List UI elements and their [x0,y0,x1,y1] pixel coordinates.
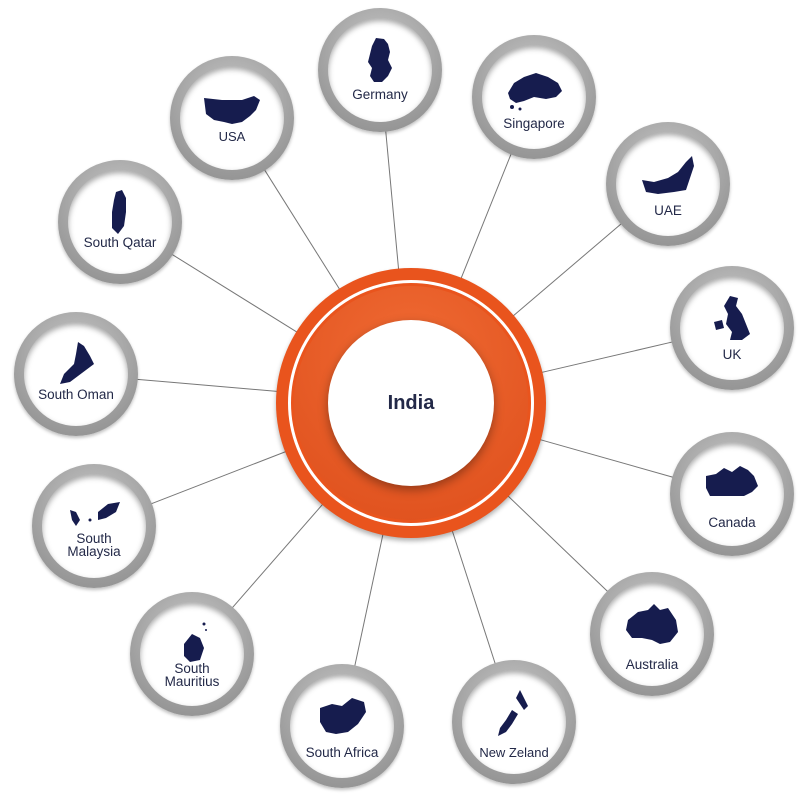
qatar-map-icon [112,190,126,234]
node-label: South Mauritius [164,661,220,689]
connector-line [135,378,279,392]
node-usa: USA [170,56,294,180]
node-new-zeland: New Zeland [452,660,576,784]
new-zealand-map-icon [498,690,528,736]
node-label: Singapore [503,116,565,131]
node-uae: UAE [606,122,730,246]
center-label: India [387,392,435,414]
connector-line [385,129,400,271]
node-uk: UK [670,266,794,390]
node-label: South Africa [305,745,379,760]
canada-map-icon [706,466,758,496]
node-label: New Zeland [479,745,549,760]
node-south-malaysia: South Malaysia [32,464,156,588]
mauritius-map-icon [184,622,207,662]
usa-map-icon [204,96,260,124]
node-label: South Malaysia [67,531,121,559]
connector-line [263,168,341,291]
center-hub: India [276,268,546,538]
center-hub-core: India [328,320,494,486]
connector-line [506,494,610,593]
connector-line [538,438,675,479]
node-south-oman: South Oman [14,312,138,436]
node-label: South Oman [38,387,114,402]
node-label: USA [218,129,246,144]
singapore-map-icon [508,73,562,111]
uk-map-icon [714,296,750,340]
connector-line [170,253,299,334]
node-south-africa: South Africa [280,664,404,788]
node-label: South Qatar [83,235,157,250]
node-label: UK [722,347,742,362]
connector-line [149,450,288,505]
node-germany: Germany [318,8,442,132]
node-canada: Canada [670,432,794,556]
connector-line [354,532,384,668]
node-south-mauritius: South Mauritius [130,592,254,716]
connector-line [511,222,623,318]
australia-map-icon [626,604,678,644]
node-label: Australia [625,657,679,672]
connector-line [460,152,513,280]
node-australia: Australia [590,572,714,696]
connector-line [451,529,497,666]
south-africa-map-icon [320,698,366,734]
node-south-qatar: South Qatar [58,160,182,284]
uae-map-icon [642,156,694,194]
oman-map-icon [60,342,94,384]
connector-line [231,502,324,610]
node-singapore: Singapore [472,35,596,159]
node-label: Canada [708,515,756,530]
malaysia-map-icon [70,502,120,526]
node-label: Germany [352,87,408,102]
connector-line [540,341,674,374]
node-label: UAE [654,203,682,218]
germany-map-icon [368,38,392,82]
